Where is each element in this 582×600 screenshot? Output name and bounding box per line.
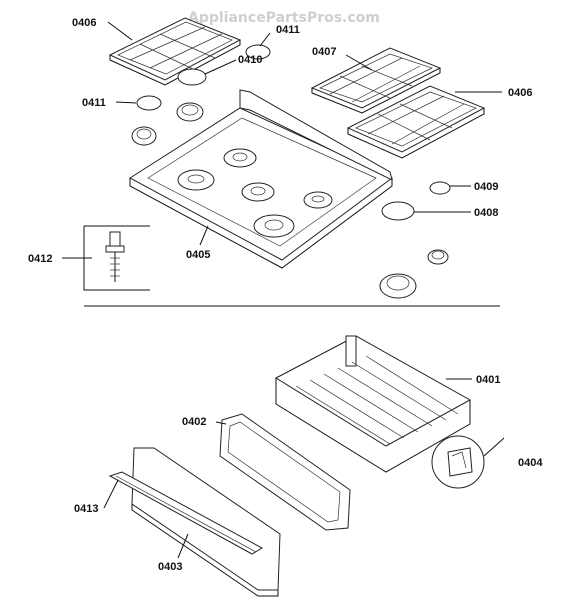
label-0407: 0407	[312, 46, 336, 58]
burner-caps	[136, 44, 451, 221]
grate-right-upper	[310, 47, 442, 114]
watermark-text: AppliancePartsPros.com	[188, 10, 380, 26]
label-0410: 0410	[238, 54, 262, 66]
label-0406-top: 0406	[72, 17, 96, 29]
label-0411-left: 0411	[82, 97, 106, 109]
label-0403: 0403	[158, 561, 182, 573]
label-0409: 0409	[474, 181, 498, 193]
label-0401: 0401	[476, 374, 500, 386]
label-0406-right: 0406	[508, 87, 532, 99]
cooktop-0405	[129, 89, 393, 269]
grate-top-left	[108, 17, 242, 86]
label-0411-top: 0411	[276, 24, 300, 36]
burner-heads	[131, 102, 449, 299]
grate-right-lower	[346, 85, 486, 159]
gasket-0402	[219, 413, 351, 531]
label-0402: 0402	[182, 416, 206, 428]
label-0412: 0412	[28, 253, 52, 265]
handle-0413	[108, 471, 264, 555]
label-0413: 0413	[74, 503, 98, 515]
screw-inset-0412	[83, 225, 150, 291]
label-0408: 0408	[474, 207, 498, 219]
label-0404: 0404	[518, 457, 543, 469]
drawer-0401	[274, 335, 472, 473]
label-0405: 0405	[186, 249, 210, 261]
slide-clip-inset-0404	[431, 435, 505, 489]
leader-lines	[62, 21, 502, 559]
